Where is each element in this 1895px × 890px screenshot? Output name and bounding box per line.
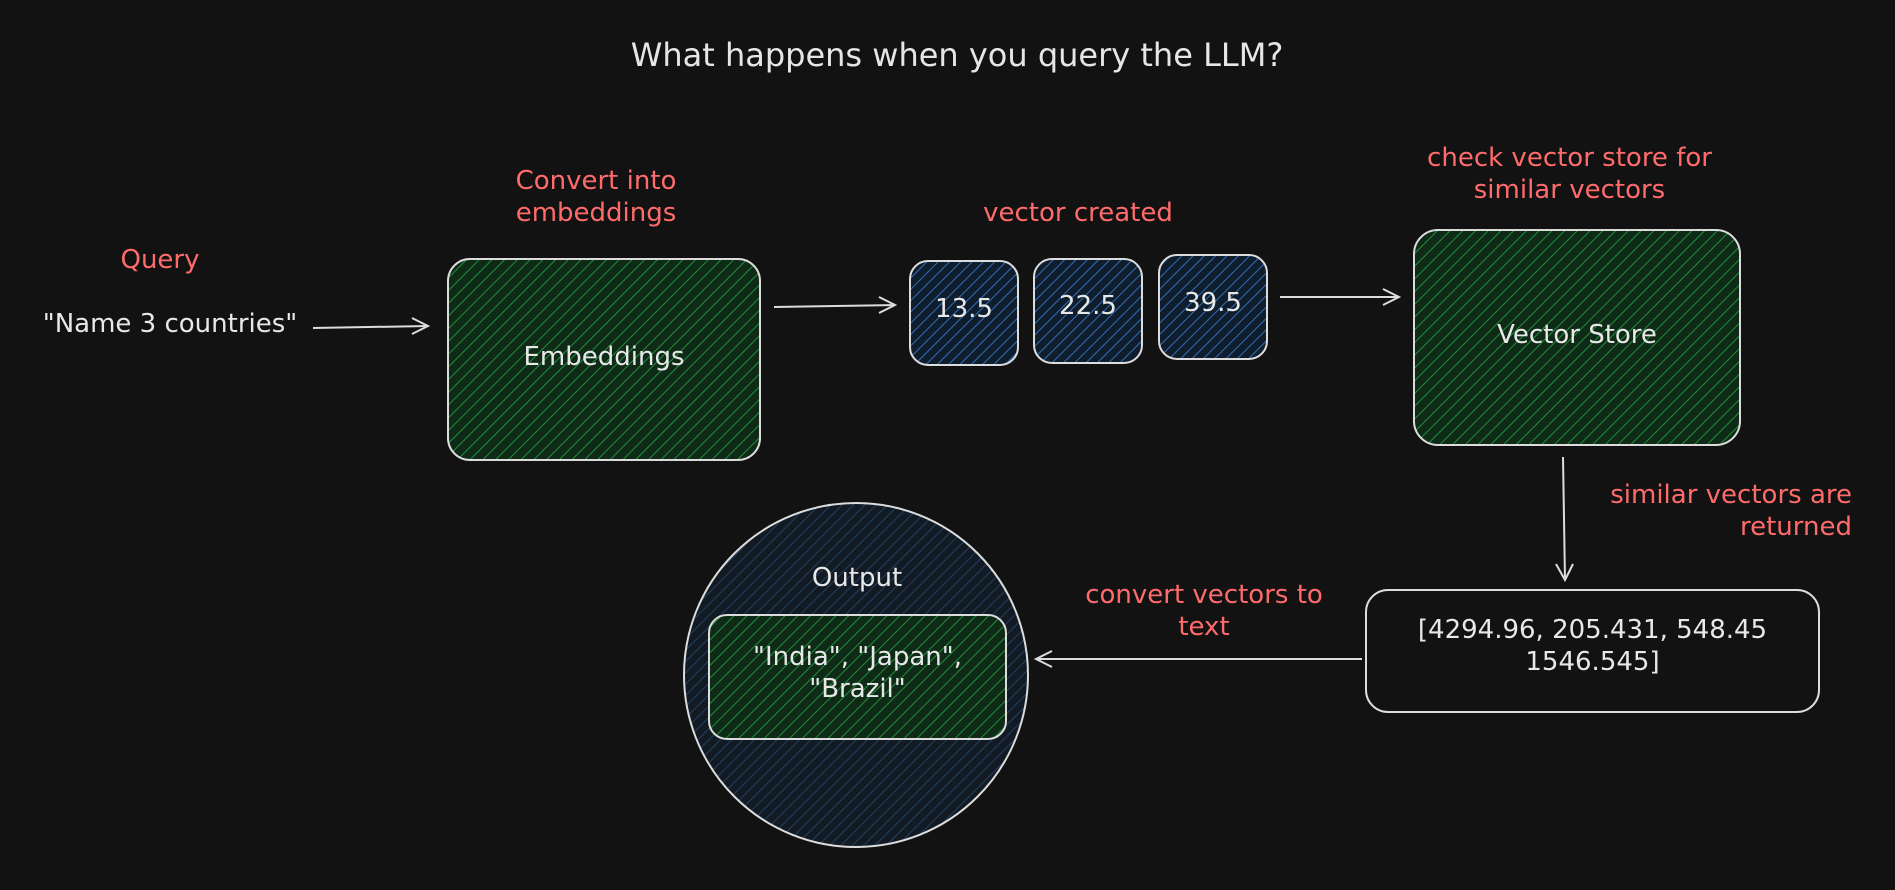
query-text: "Name 3 countries"	[42, 309, 298, 339]
vector-box-3	[1158, 254, 1268, 360]
to-text-annotation: convert vectors to text	[1085, 580, 1323, 642]
vector-store-box	[1413, 229, 1741, 446]
arrow-returned-to-output	[1033, 650, 1362, 668]
vector-store-label: Vector Store	[1497, 320, 1657, 350]
arrow-store-to-returned	[1555, 456, 1574, 583]
diagram-title: What happens when you query the LLM?	[630, 36, 1284, 74]
output-result-box	[708, 614, 1007, 740]
output-text: "India", "Japan", "Brazil"	[753, 642, 962, 704]
vector-store-annotation: check vector store for similar vectors	[1427, 143, 1712, 205]
query-label: Query	[120, 245, 200, 275]
output-label: Output	[811, 563, 903, 593]
embeddings-box	[447, 258, 761, 461]
vector-box-2	[1033, 258, 1143, 364]
returned-annotation: similar vectors are returned	[1610, 480, 1852, 542]
arrow-query-to-embeddings	[312, 317, 431, 335]
returned-vectors-box	[1365, 589, 1820, 713]
vector-value-2: 22.5	[1059, 291, 1117, 321]
arrow-vector-to-store	[1280, 288, 1402, 306]
vector-value-3: 39.5	[1184, 288, 1242, 318]
vector-annotation: vector created	[983, 198, 1173, 228]
returned-vectors-text: [4294.96, 205.431, 548.45 1546.545]	[1417, 615, 1768, 677]
vector-value-1: 13.5	[935, 294, 993, 324]
embeddings-annotation: Convert into embeddings	[515, 166, 677, 228]
embeddings-label: Embeddings	[523, 342, 685, 372]
vector-box-1	[909, 260, 1019, 366]
arrow-embeddings-to-vector	[773, 296, 898, 314]
